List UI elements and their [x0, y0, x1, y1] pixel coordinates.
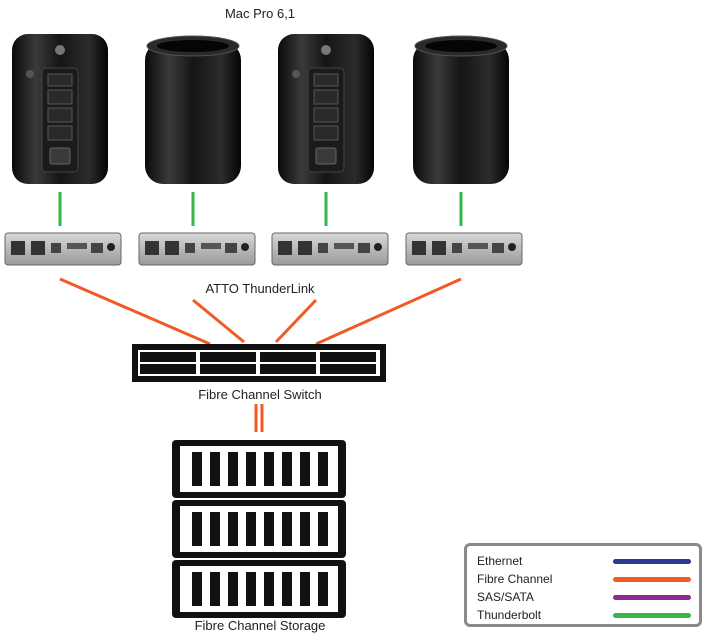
thunderlink-4 [405, 232, 523, 266]
legend-item-fibre-channel: Fibre Channel [477, 570, 693, 588]
mac-pro-1 [11, 33, 109, 185]
thunderbolt-links [58, 192, 463, 226]
legend-label: Ethernet [477, 554, 523, 568]
mac-pro-4 [412, 35, 510, 185]
legend-swatch [613, 595, 691, 600]
legend-swatch [613, 613, 691, 618]
legend-item-ethernet: Ethernet [477, 552, 693, 570]
legend-label: Thunderbolt [477, 608, 542, 622]
legend-label: Fibre Channel [477, 572, 553, 586]
fibre-channel-switch [132, 344, 386, 382]
legend-swatch [613, 559, 691, 564]
legend-label: SAS/SATA [477, 590, 534, 604]
mac-pro-3 [277, 33, 375, 185]
mac-pro-2 [144, 35, 242, 185]
fibre-channel-links [59, 277, 462, 432]
thunderlink-2 [138, 232, 256, 266]
switch-label: Fibre Channel Switch [198, 387, 322, 402]
thunderlink-1 [4, 232, 122, 266]
legend: Ethernet Fibre Channel SAS/SATA Thunderb… [464, 543, 702, 627]
fibre-channel-storage [172, 440, 346, 618]
storage-label: Fibre Channel Storage [194, 618, 326, 633]
thunderlink-label: ATTO ThunderLink [205, 281, 315, 296]
legend-item-thunderbolt: Thunderbolt [477, 606, 693, 624]
legend-swatch [613, 577, 691, 582]
legend-item-sas-sata: SAS/SATA [477, 588, 693, 606]
mac-pro-title: Mac Pro 6,1 [224, 6, 296, 21]
thunderlink-3 [271, 232, 389, 266]
